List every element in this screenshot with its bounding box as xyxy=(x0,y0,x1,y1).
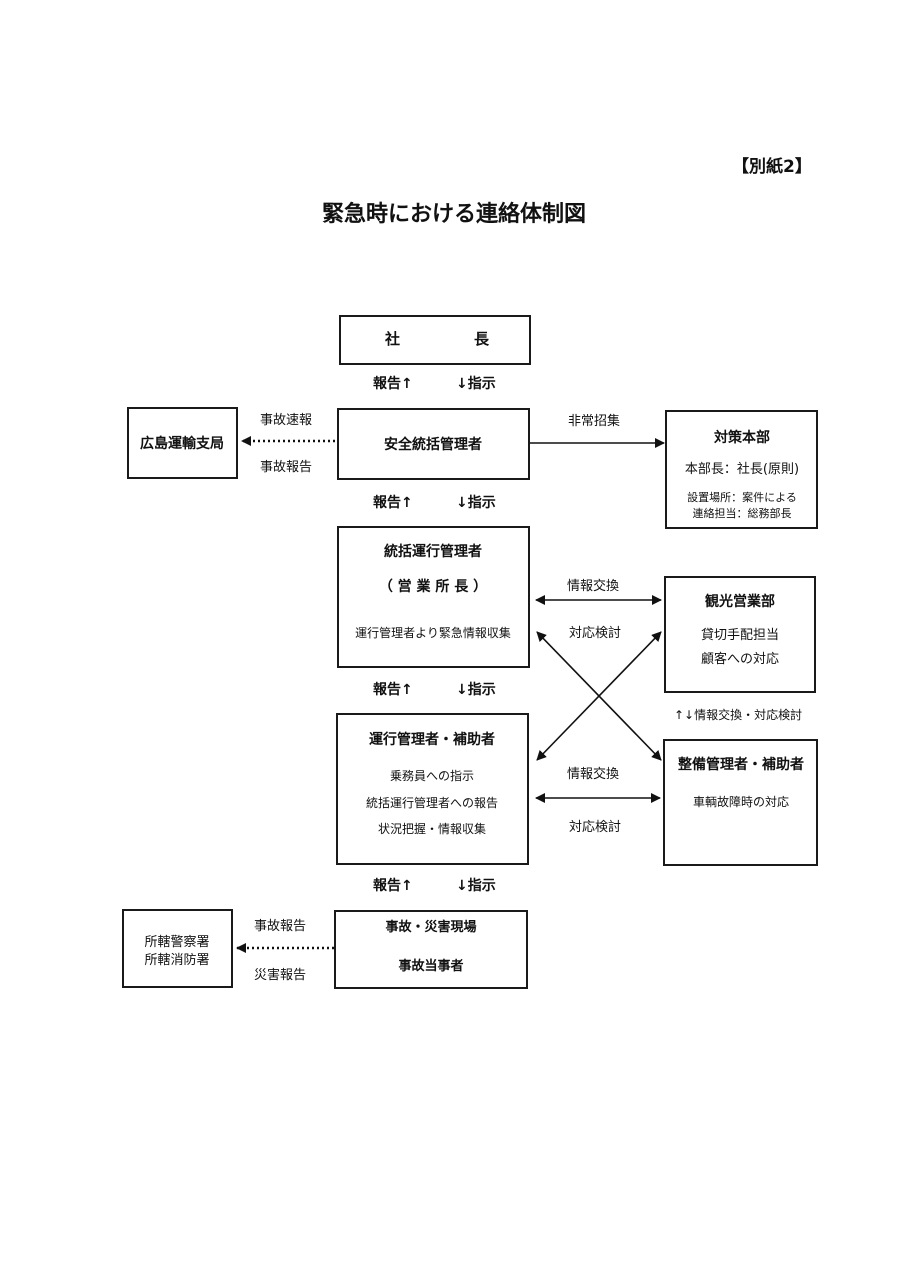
label-report-accident-1: 事故報告 xyxy=(260,460,313,475)
annex-label: 【別紙2】 xyxy=(732,157,812,177)
maintenance-line-1: 車輌故障時の対応 xyxy=(692,795,790,809)
hq-head: 本部長：社長(原則) xyxy=(684,462,800,477)
tourism-line-1: 貸切手配担当 xyxy=(700,628,780,643)
police-fire-box: 所轄警察署 所轄消防署 xyxy=(122,909,233,988)
label-info-exchange-2: 情報交換 xyxy=(567,767,620,782)
chief-ops-subtitle: （ 営 業 所 長 ） xyxy=(378,579,488,595)
label-info-exchange-1: 情報交換 xyxy=(567,579,620,594)
label-countermeasure-1: 対応検討 xyxy=(569,626,622,641)
hq-title: 対策本部 xyxy=(714,430,770,446)
tourism-title: 観光営業部 xyxy=(705,594,775,610)
flow-report-4: 報告↑ xyxy=(373,878,413,894)
scene-box: 事故・災害現場 事故当事者 xyxy=(334,910,528,989)
fire-label: 所轄消防署 xyxy=(144,953,210,968)
flow-report-2: 報告↑ xyxy=(373,495,413,511)
tourism-line-2: 顧客への対応 xyxy=(700,652,780,667)
maintenance-box: 整備管理者・補助者 車輌故障時の対応 xyxy=(663,739,818,866)
scene-line-2: 事故当事者 xyxy=(398,959,464,974)
flow-instruct-2: ↓指示 xyxy=(456,495,496,511)
hiroshima-bureau-label: 広島運輸支局 xyxy=(140,436,224,452)
label-report-flash: 事故速報 xyxy=(260,413,313,428)
ops-title: 運行管理者・補助者 xyxy=(369,732,495,748)
president-box: 社 長 xyxy=(339,315,531,365)
chief-ops-title: 統括運行管理者 xyxy=(384,544,482,560)
flow-instruct-4: ↓指示 xyxy=(456,878,496,894)
flow-instruct-3: ↓指示 xyxy=(456,682,496,698)
label-report-accident-2: 事故報告 xyxy=(254,919,307,934)
hiroshima-bureau-box: 広島運輸支局 xyxy=(127,407,238,479)
hq-box: 対策本部 本部長：社長(原則) 設置場所：案件による 連絡担当：総務部長 xyxy=(665,410,818,529)
safety-manager-box: 安全統括管理者 xyxy=(337,408,530,480)
chief-ops-box: 統括運行管理者 （ 営 業 所 長 ） 運行管理者より緊急情報収集 xyxy=(337,526,530,668)
hq-location: 設置場所：案件による xyxy=(687,491,797,504)
label-countermeasure-2: 対応検討 xyxy=(569,820,622,835)
safety-manager-label: 安全統括管理者 xyxy=(384,437,482,453)
flow-instruct-1: ↓指示 xyxy=(456,376,496,392)
hq-contact: 連絡担当：総務部長 xyxy=(692,507,792,520)
ops-line-3: 状況把握・情報収集 xyxy=(377,822,487,836)
ops-box: 運行管理者・補助者 乗務員への指示 統括運行管理者への報告 状況把握・情報収集 xyxy=(336,713,529,865)
label-disaster-report: 災害報告 xyxy=(254,968,307,983)
page-title: 緊急時における連絡体制図 xyxy=(322,202,587,227)
ops-line-1: 乗務員への指示 xyxy=(389,769,475,783)
maintenance-title: 整備管理者・補助者 xyxy=(678,757,804,773)
arrow-cross-chief-maint xyxy=(536,631,662,761)
label-tourism-maint-link: ↑↓情報交換・対応検討 xyxy=(674,708,803,722)
president-label-1: 社 xyxy=(385,330,401,348)
flow-report-1: 報告↑ xyxy=(373,376,413,392)
president-label-2: 長 xyxy=(474,330,490,348)
police-label: 所轄警察署 xyxy=(144,935,210,950)
flow-report-3: 報告↑ xyxy=(373,682,413,698)
chief-ops-note: 運行管理者より緊急情報収集 xyxy=(355,626,511,640)
scene-line-1: 事故・災害現場 xyxy=(385,920,477,935)
tourism-box: 観光営業部 貸切手配担当 顧客への対応 xyxy=(664,576,816,693)
label-emergency-call: 非常招集 xyxy=(568,414,621,429)
ops-line-2: 統括運行管理者への報告 xyxy=(365,796,499,810)
